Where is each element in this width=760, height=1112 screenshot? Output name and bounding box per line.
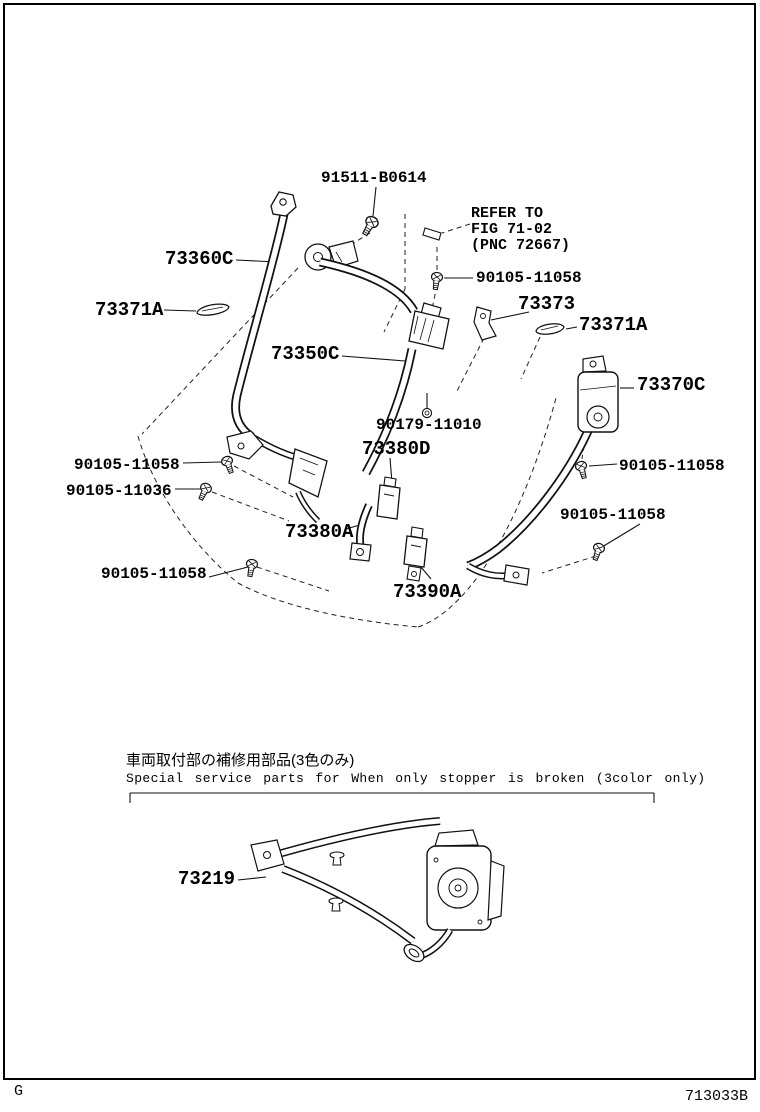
footer-figure-code: 713033B <box>685 1088 749 1105</box>
part-label-90105-11058-right: 90105-11058 <box>619 457 725 475</box>
part-label-90105-11058-top: 90105-11058 <box>476 269 582 287</box>
part-label-73390a: 73390A <box>393 581 462 603</box>
part-label-73373: 73373 <box>518 293 576 315</box>
refer-note-line3: (PNC 72667) <box>471 237 571 254</box>
service-part-drawing <box>250 817 505 963</box>
fastener-bolts <box>195 213 607 578</box>
page-border <box>3 3 756 1080</box>
part-label-73350c: 73350C <box>271 343 340 365</box>
part-label-73380a: 73380A <box>285 521 354 543</box>
service-note-japanese: 車両取付部の補修用部品(3色のみ) <box>126 752 355 769</box>
part-label-73371a-right: 73371A <box>579 314 648 336</box>
part-label-90105-11058-midright: 90105-11058 <box>560 506 666 524</box>
part-label-90105-11036: 90105-11036 <box>66 482 172 500</box>
note-bracket-line <box>129 792 655 803</box>
part-label-73219: 73219 <box>178 868 236 890</box>
footer-section-letter: G <box>14 1083 24 1100</box>
part-label-73380d: 73380D <box>362 438 431 460</box>
part-label-73360c: 73360C <box>165 248 234 270</box>
right-belt-drawing <box>466 306 619 586</box>
part-label-73370c: 73370C <box>637 374 706 396</box>
part-label-90105-11058-left: 90105-11058 <box>74 456 180 474</box>
service-note-english: Special service parts for When only stop… <box>126 771 706 786</box>
part-label-91511-b0614: 91511-B0614 <box>321 169 427 187</box>
part-label-90105-11058-bottomleft: 90105-11058 <box>101 565 207 583</box>
refer-note-line2: FIG 71-02 <box>471 221 553 238</box>
center-belt-drawing <box>319 257 450 582</box>
refer-note-line1: REFER TO <box>471 205 544 222</box>
part-label-90179-11010: 90179-11010 <box>376 416 482 434</box>
part-label-73371a-left: 73371A <box>95 299 164 321</box>
